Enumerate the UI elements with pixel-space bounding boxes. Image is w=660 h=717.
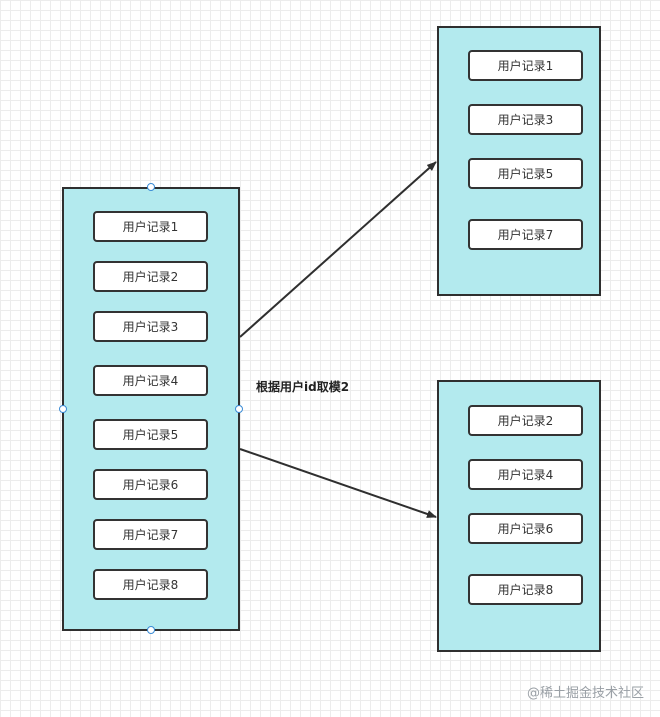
source-record-2[interactable]: 用户记录2 xyxy=(93,261,208,292)
even-shard-record-6[interactable]: 用户记录6 xyxy=(468,513,583,544)
edge-label-modulo: 根据用户id取模2 xyxy=(256,380,350,394)
odd-shard-record-3[interactable]: 用户记录3 xyxy=(468,104,583,135)
source-record-4[interactable]: 用户记录4 xyxy=(93,365,208,396)
even-shard-record-2[interactable]: 用户记录2 xyxy=(468,405,583,436)
even-shard-record-4[interactable]: 用户记录4 xyxy=(468,459,583,490)
arrow-to-odd-shard[interactable] xyxy=(239,161,437,338)
odd-shard-record-5[interactable]: 用户记录5 xyxy=(468,158,583,189)
arrow-to-even-shard[interactable] xyxy=(239,448,437,518)
selection-handle-right[interactable] xyxy=(235,405,243,413)
odd-shard-record-1[interactable]: 用户记录1 xyxy=(468,50,583,81)
source-record-1[interactable]: 用户记录1 xyxy=(93,211,208,242)
selection-handle-left[interactable] xyxy=(59,405,67,413)
even-shard-record-8[interactable]: 用户记录8 xyxy=(468,574,583,605)
source-record-5[interactable]: 用户记录5 xyxy=(93,419,208,450)
source-record-7[interactable]: 用户记录7 xyxy=(93,519,208,550)
source-record-6[interactable]: 用户记录6 xyxy=(93,469,208,500)
selection-handle-top[interactable] xyxy=(147,183,155,191)
watermark: @稀土掘金技术社区 xyxy=(526,686,644,701)
selection-handle-bottom[interactable] xyxy=(147,626,155,634)
source-record-8[interactable]: 用户记录8 xyxy=(93,569,208,600)
source-record-3[interactable]: 用户记录3 xyxy=(93,311,208,342)
odd-shard-record-7[interactable]: 用户记录7 xyxy=(468,219,583,250)
